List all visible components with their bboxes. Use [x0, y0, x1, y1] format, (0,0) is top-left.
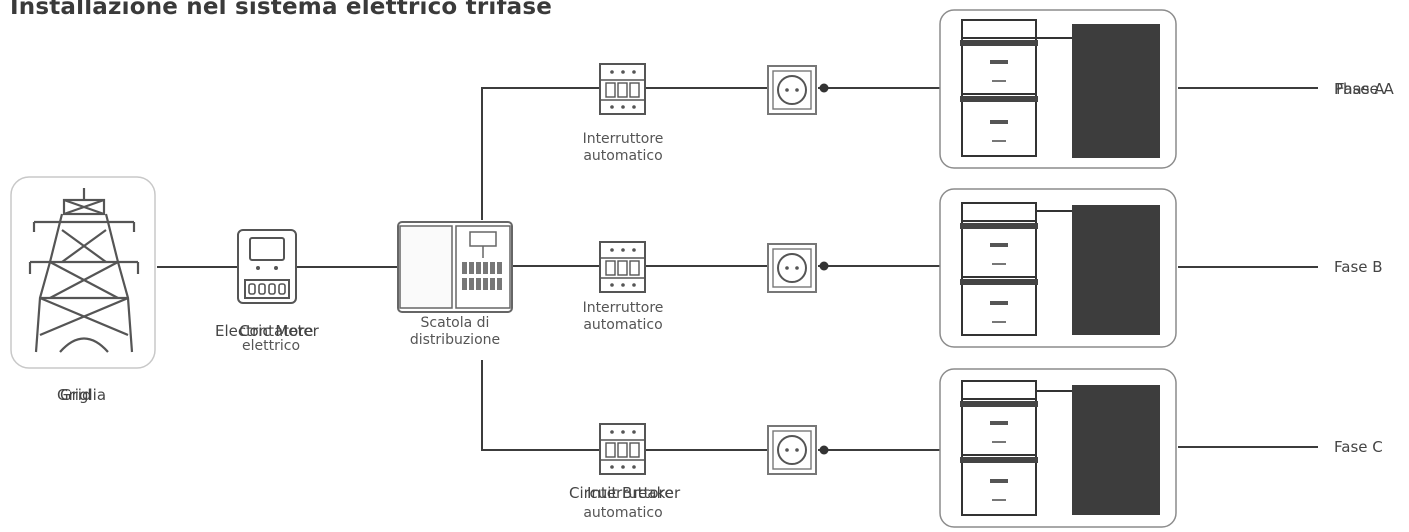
wiring [157, 87, 1318, 451]
meter-label-it: Contatore [239, 322, 314, 340]
circuit-breaker-icon [599, 63, 646, 115]
circuit-breaker-icon [599, 423, 646, 475]
phase-a-label-it: Fase A [1336, 80, 1385, 98]
battery-solar-unit-a [939, 9, 1177, 169]
battery-solar-unit-c [939, 368, 1177, 528]
circuit-breaker-icon [599, 241, 646, 293]
phase-c-label: Fase C [1334, 438, 1383, 456]
breaker-c-label-line2: automatico [583, 505, 663, 521]
battery-solar-unit-b [939, 188, 1177, 348]
grid-label-it: Griglia [57, 386, 107, 404]
power-socket-icon [767, 243, 829, 293]
breaker-b-label-line1: Interruttore [582, 300, 664, 316]
phase-a-label-en: Phase A [1334, 80, 1394, 98]
power-socket-icon [767, 65, 829, 115]
breaker-c-label-it: Interruttore [587, 484, 674, 502]
electric-meter-icon [237, 229, 297, 304]
page-title: Installazione nel sistema elettrico trif… [10, 0, 553, 20]
breaker-a-label-line1: Interruttore [582, 131, 664, 147]
grid-tower-icon [10, 176, 156, 369]
power-socket-icon [767, 425, 829, 475]
breaker-c-label-en: Circuit Breaker [569, 484, 681, 502]
grid-label-en: Grid [60, 386, 92, 404]
meter-label-line2: elettrico [242, 338, 301, 354]
breaker-b-label-line2: automatico [583, 317, 663, 333]
distribution-box-icon [397, 221, 513, 313]
breaker-a-label-line2: automatico [583, 148, 663, 164]
meter-label-en: Electric Meter [215, 322, 319, 340]
phase-b-label: Fase B [1334, 258, 1383, 276]
distribution-label-line1: Scatola di [420, 315, 490, 331]
distribution-label-line2: distribuzione [409, 332, 501, 348]
